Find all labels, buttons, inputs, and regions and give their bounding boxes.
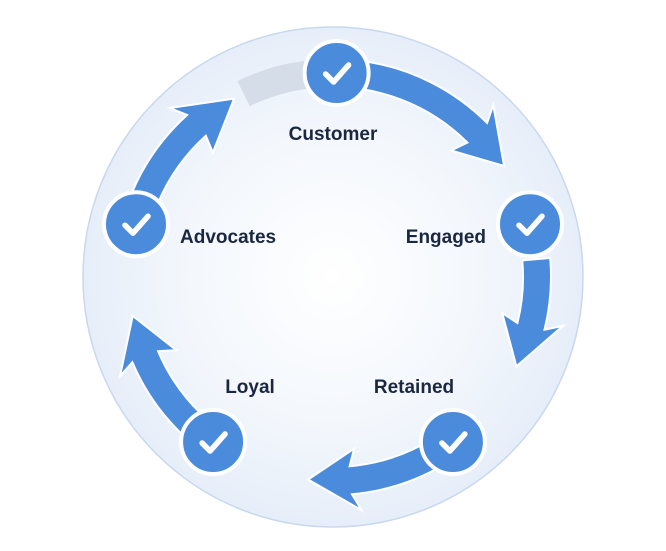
flow-arrow-loyal-to-advocates <box>118 314 203 436</box>
stage-node-advocates <box>102 190 170 259</box>
stage-label-engaged: Engaged <box>406 227 486 248</box>
stage-node-customer <box>302 39 371 107</box>
stage-label-loyal: Loyal <box>225 377 275 398</box>
check-icon <box>439 431 468 454</box>
stage-node-engaged <box>496 190 564 259</box>
flow-arrow-customer-to-engaged <box>361 60 506 168</box>
stage-label-retained: Retained <box>374 377 454 398</box>
check-icon <box>322 62 352 85</box>
stage-nodes <box>102 39 564 476</box>
flow-arrow-retained-to-loyal <box>306 443 437 513</box>
check-icon <box>516 213 545 236</box>
stage-node-circle <box>496 190 564 259</box>
stage-label-advocates: Advocates <box>180 227 276 248</box>
stage-node-circle <box>418 408 487 476</box>
stage-node-loyal <box>179 408 248 476</box>
stage-labels: Customer Engaged Retained Loyal Advocate… <box>180 124 486 398</box>
cycle-arrows <box>118 59 567 513</box>
check-icon <box>122 213 151 236</box>
stage-node-retained <box>418 408 487 476</box>
flow-arrow-advocates-to-customer <box>130 97 236 205</box>
stage-node-circle <box>102 190 170 259</box>
stage-node-circle <box>179 408 248 476</box>
stage-node-circle <box>302 39 371 107</box>
check-icon <box>199 431 228 454</box>
inactive-arc-segment <box>237 59 317 107</box>
flow-arrow-engaged-to-retained <box>500 256 567 369</box>
stage-label-customer: Customer <box>289 124 378 145</box>
